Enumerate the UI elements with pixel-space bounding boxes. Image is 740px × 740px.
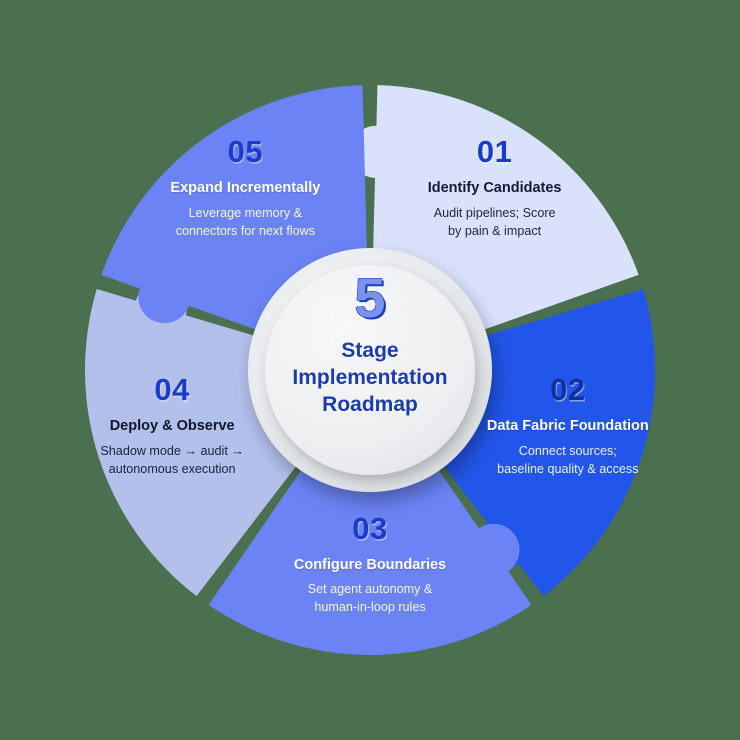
puzzle-segment-01[interactable] — [349, 85, 639, 331]
puzzle-segment-02[interactable] — [441, 289, 655, 597]
segments-group — [85, 85, 655, 655]
puzzle-segment-03[interactable] — [208, 467, 532, 655]
puzzle-segment-04[interactable] — [85, 282, 299, 597]
puzzle-segment-05[interactable] — [101, 85, 367, 331]
hub-inner-circle — [265, 265, 475, 475]
